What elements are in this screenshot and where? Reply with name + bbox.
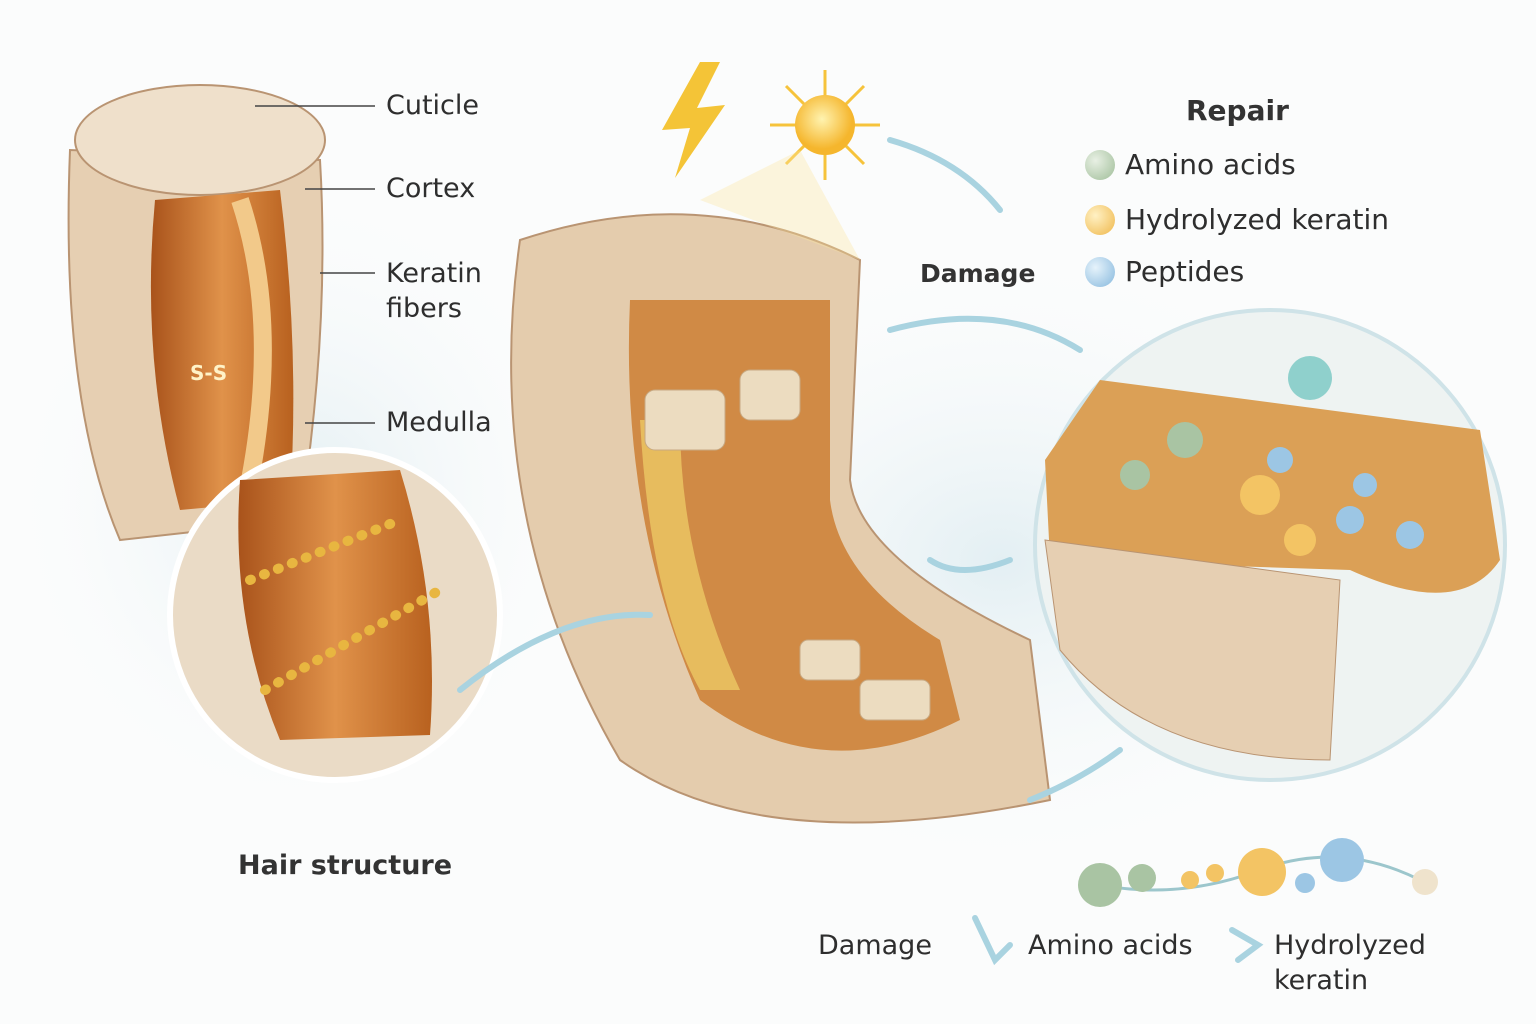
peptide-ball-icon: [1085, 256, 1115, 287]
legend-item-hydrolyzed-keratin: Hydrolyzed keratin: [1085, 203, 1389, 236]
legend-label: Hydrolyzed keratin: [1125, 203, 1389, 236]
label-keratin-line1: Keratin: [386, 258, 482, 289]
damaged-hair-illustration: [510, 213, 1052, 824]
flow-step-damage: Damage: [818, 930, 932, 961]
label-cortex: Cortex: [386, 173, 476, 204]
label-damage: Damage: [920, 259, 1036, 288]
legend-title: Repair: [1186, 94, 1289, 127]
label-cuticle: Cuticle: [386, 90, 480, 121]
hair-structure-illustration: [67, 84, 326, 542]
legend-label: Peptides: [1125, 255, 1245, 288]
legend-item-peptides: Peptides: [1085, 255, 1244, 288]
lightning-icon: [662, 62, 725, 178]
process-arrows: [457, 137, 1264, 966]
flow-step-amino-acids: Amino acids: [1028, 930, 1193, 961]
legend-label: Amino acids: [1125, 148, 1296, 181]
sun-icon: [700, 70, 880, 260]
repair-molecules: [1120, 356, 1424, 556]
legend-item-amino-acids: Amino acids: [1085, 148, 1296, 181]
flow-step3-line1: Hydrolyzed: [1274, 930, 1426, 961]
molecule-chain: [1078, 838, 1438, 907]
flow-step3-line2: keratin: [1274, 965, 1369, 997]
label-keratin-line2: fibers: [386, 293, 462, 325]
label-hair-structure: Hair structure: [238, 850, 453, 881]
label-ss-bond: S-S: [190, 361, 228, 385]
amino-acid-ball-icon: [1085, 149, 1115, 180]
label-medulla: Medulla: [386, 407, 492, 438]
keratin-ball-icon: [1085, 204, 1115, 235]
label-keratin-fibers: Keratin fibers: [386, 256, 482, 326]
flow-step-hydrolyzed-keratin: Hydrolyzed keratin: [1274, 928, 1426, 998]
